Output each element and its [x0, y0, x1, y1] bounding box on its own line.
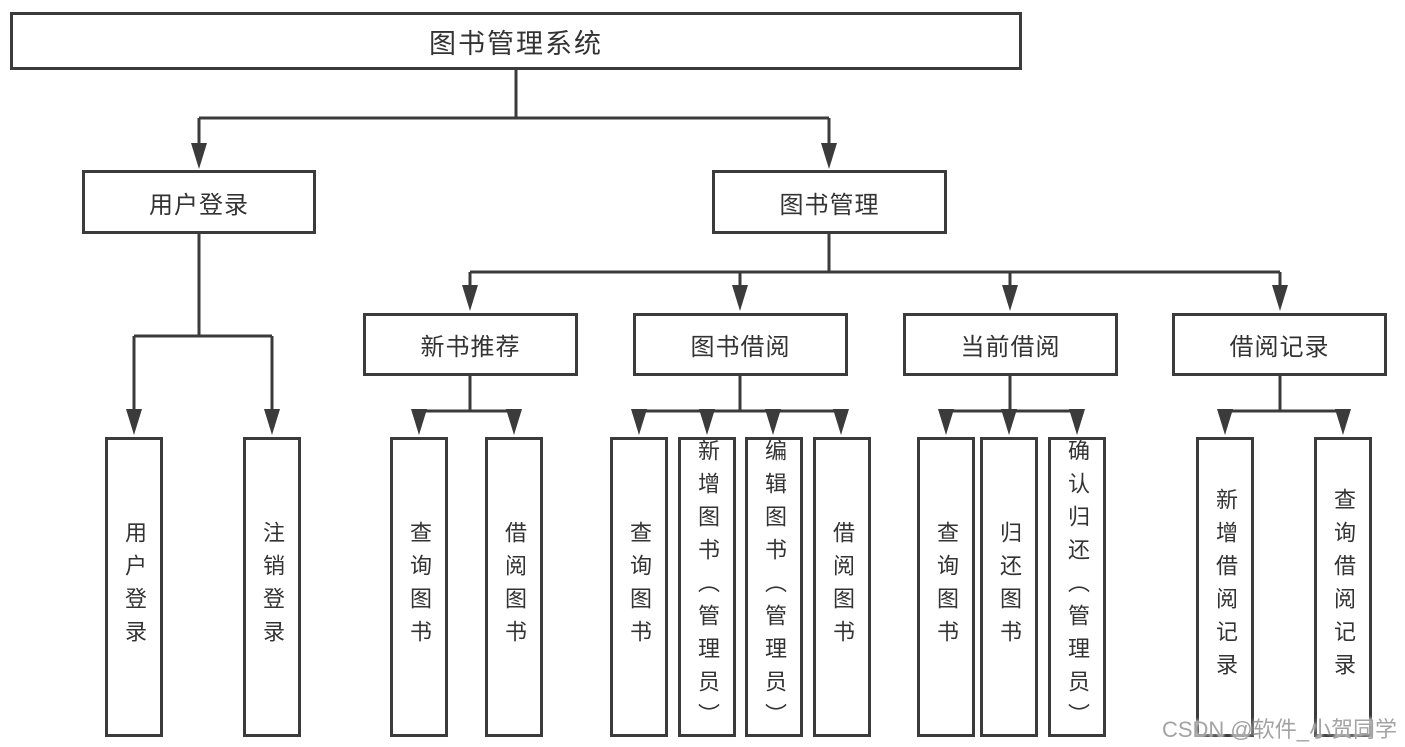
- arrowhead-icon: [938, 409, 954, 435]
- leaf-edit-books-admin: 编辑图书（管理员）: [745, 437, 803, 737]
- arrowhead-icon: [411, 409, 427, 435]
- leaf-query-books-current-label: 查询图书: [934, 521, 959, 653]
- node-book-management: 图书管理: [712, 170, 947, 234]
- node-user-login-label: 用户登录: [149, 191, 249, 219]
- leaf-borrow-books-borrowing: 借阅图书: [813, 437, 871, 737]
- node-user-login: 用户登录: [82, 170, 316, 234]
- leaf-add-books-admin: 新增图书（管理员）: [678, 437, 736, 737]
- leaf-query-books-borrowing-label: 查询图书: [627, 521, 652, 653]
- arrowhead-icon: [833, 409, 849, 435]
- node-new-book-recommendation: 新书推荐: [363, 313, 578, 376]
- node-root-label: 图书管理系统: [429, 28, 603, 59]
- leaf-confirm-return-admin-label: 确认归还（管理员）: [1065, 438, 1090, 736]
- node-borrowing-records: 借阅记录: [1172, 313, 1387, 376]
- arrowhead-icon: [506, 409, 522, 435]
- arrowhead-icon: [264, 409, 280, 435]
- arrowhead-icon: [765, 409, 781, 435]
- csdn-watermark: CSDN @软件_小贺同学: [1161, 717, 1397, 742]
- leaf-return-books: 归还图书: [980, 437, 1038, 737]
- arrowheads: [126, 143, 1351, 435]
- leaf-query-books-borrowing: 查询图书: [610, 437, 668, 737]
- arrowhead-icon: [126, 409, 142, 435]
- leaf-logout-label: 注销登录: [260, 521, 285, 653]
- leaf-logout: 注销登录: [243, 437, 301, 737]
- node-current-borrowing-label: 当前借阅: [960, 334, 1061, 361]
- arrowhead-icon: [1272, 285, 1288, 311]
- connector-paths: [132, 70, 1345, 418]
- node-new-book-recommendation-label: 新书推荐: [420, 334, 521, 361]
- leaf-query-books-recommendation-label: 查询图书: [407, 521, 432, 653]
- node-book-borrowing-label: 图书借阅: [690, 334, 791, 361]
- arrowhead-icon: [821, 143, 837, 169]
- arrowhead-icon: [1217, 409, 1233, 435]
- leaf-query-borrow-record-label: 查询借阅记录: [1331, 488, 1356, 686]
- arrowhead-icon: [1002, 285, 1018, 311]
- leaf-add-books-admin-label: 新增图书（管理员）: [695, 438, 720, 736]
- arrowhead-icon: [462, 285, 478, 311]
- leaf-borrow-books-recommendation-label: 借阅图书: [502, 521, 527, 653]
- leaf-query-books-current: 查询图书: [917, 437, 975, 737]
- leaf-add-borrow-record-label: 新增借阅记录: [1213, 488, 1238, 686]
- node-book-management-label: 图书管理: [779, 191, 880, 219]
- leaf-user-login-label: 用户登录: [122, 521, 147, 653]
- arrowhead-icon: [1001, 409, 1017, 435]
- arrowhead-icon: [732, 285, 748, 311]
- arrowhead-icon: [699, 409, 715, 435]
- node-current-borrowing: 当前借阅: [903, 313, 1118, 376]
- arrowhead-icon: [191, 143, 207, 169]
- node-root-system: 图书管理系统: [10, 12, 1022, 70]
- node-book-borrowing: 图书借阅: [633, 313, 848, 376]
- arrowhead-icon: [631, 409, 647, 435]
- leaf-query-books-recommendation: 查询图书: [390, 437, 448, 737]
- leaf-edit-books-admin-label: 编辑图书（管理员）: [762, 438, 787, 736]
- leaf-query-borrow-record: 查询借阅记录: [1314, 437, 1372, 737]
- leaf-borrow-books-recommendation: 借阅图书: [485, 437, 543, 737]
- leaf-borrow-books-borrowing-label: 借阅图书: [830, 521, 855, 653]
- leaf-user-login: 用户登录: [105, 437, 163, 737]
- leaf-add-borrow-record: 新增借阅记录: [1196, 437, 1254, 737]
- leaf-confirm-return-admin: 确认归还（管理员）: [1048, 437, 1106, 737]
- leaf-return-books-label: 归还图书: [997, 521, 1022, 653]
- arrowhead-icon: [1335, 409, 1351, 435]
- arrowhead-icon: [1069, 409, 1085, 435]
- node-borrowing-records-label: 借阅记录: [1229, 334, 1330, 361]
